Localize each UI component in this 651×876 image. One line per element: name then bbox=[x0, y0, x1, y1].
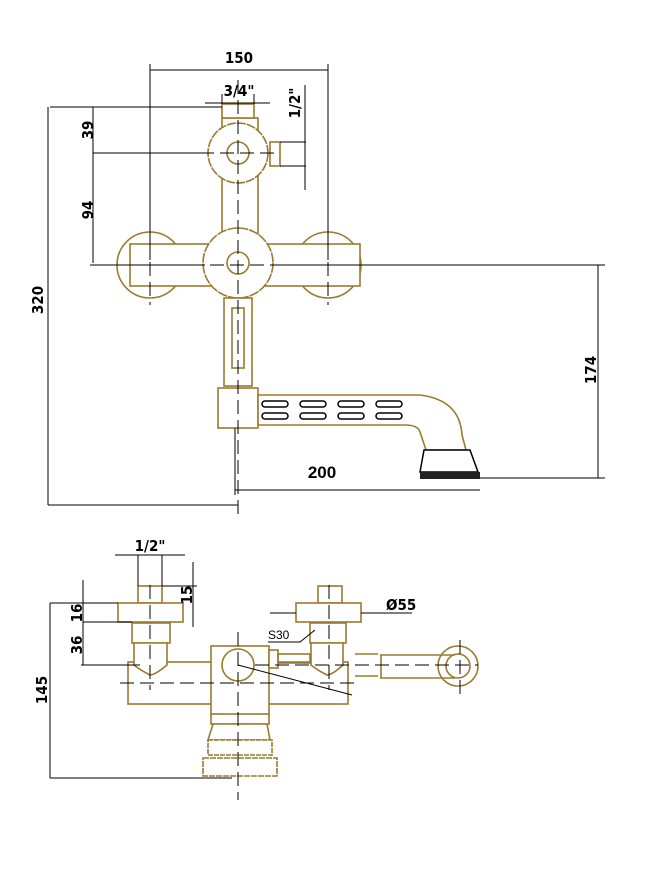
top-dimension-lines bbox=[49, 554, 412, 779]
dim-nut-size: S30 bbox=[268, 628, 290, 642]
spout bbox=[257, 394, 468, 451]
dim-flange-height: 16 bbox=[68, 604, 86, 623]
dim-spout-drop: 174 bbox=[582, 356, 600, 384]
dim-connector: 1/2" bbox=[135, 537, 166, 555]
front-view: 150 3/4" 1/2" 39 94 320 174 200 bbox=[29, 49, 605, 515]
dim-inlet-side: 1/2" bbox=[286, 88, 304, 119]
handshower-holder bbox=[437, 645, 479, 687]
dim-connector-height: 15 bbox=[178, 586, 196, 605]
dim-width: 150 bbox=[225, 49, 253, 67]
handshower-tube bbox=[355, 653, 455, 679]
aerator bbox=[420, 472, 480, 479]
spout-nozzle bbox=[419, 449, 480, 473]
right-nut bbox=[309, 622, 347, 644]
dim-depth: 145 bbox=[33, 676, 51, 704]
knurled-ring-2 bbox=[202, 757, 278, 777]
side-inlet-connector bbox=[269, 141, 281, 167]
dim-total-height: 320 bbox=[29, 286, 47, 314]
dim-inlet-top: 3/4" bbox=[224, 82, 255, 100]
dim-knob-spacing: 94 bbox=[79, 201, 97, 220]
top-view: 1/2" 15 16 36 145 Ø55 S30 bbox=[33, 537, 479, 800]
spout-decoration bbox=[261, 400, 403, 420]
dim-flange-diameter: Ø55 bbox=[386, 596, 416, 614]
dim-nut-height: 36 bbox=[68, 636, 86, 655]
dim-top-offset: 39 bbox=[79, 121, 97, 140]
dim-spout-reach: 200 bbox=[308, 463, 336, 482]
knurled-ring-1 bbox=[207, 739, 273, 756]
dimension-lines bbox=[47, 64, 605, 506]
left-nut bbox=[131, 622, 171, 644]
